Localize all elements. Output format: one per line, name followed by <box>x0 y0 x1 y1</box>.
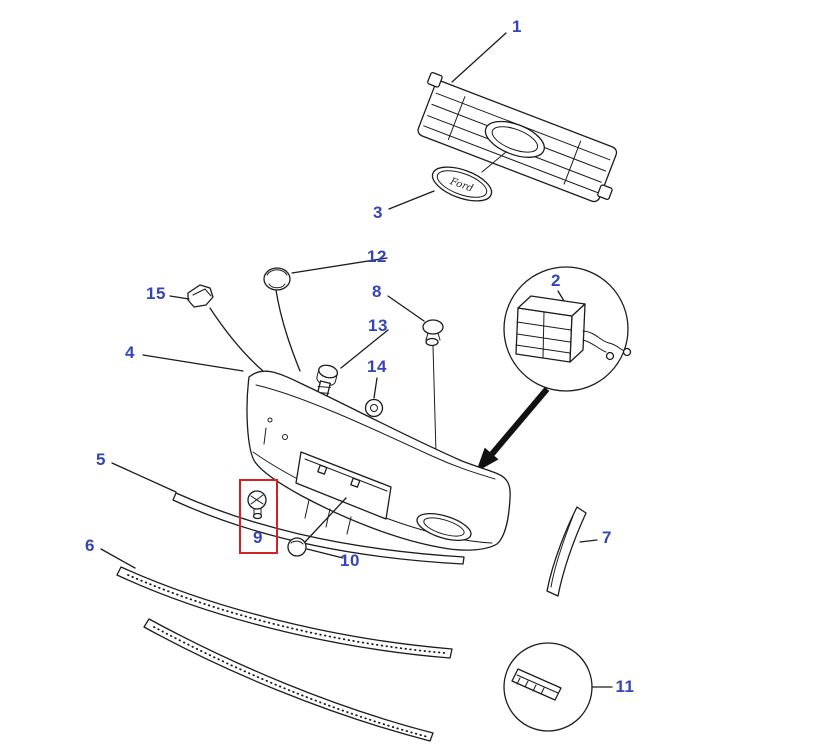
part-3-ford-emblem: Ford <box>431 151 507 202</box>
part-label-11[interactable]: 11 <box>615 677 635 696</box>
part-label-3[interactable]: 3 <box>373 203 383 222</box>
part-label-6[interactable]: 6 <box>85 536 95 555</box>
highlight-box <box>239 479 278 554</box>
part-label-5[interactable]: 5 <box>96 450 106 469</box>
part-11-reflector <box>503 642 593 732</box>
part-2-location-arrow <box>476 387 550 472</box>
part-7-corner-molding <box>546 506 587 597</box>
part-label-4[interactable]: 4 <box>125 343 135 362</box>
part-10-button <box>287 497 347 557</box>
part-15-clip <box>187 284 264 372</box>
part-label-13[interactable]: 13 <box>368 316 388 335</box>
part-12-plug <box>263 267 301 372</box>
part-14-grommet <box>364 398 384 418</box>
part-2-sensor-bracket <box>503 266 632 392</box>
part-label-12[interactable]: 12 <box>367 247 387 266</box>
part-label-10[interactable]: 10 <box>340 551 360 570</box>
leader-lines <box>100 32 613 688</box>
part-label-1[interactable]: 1 <box>512 17 522 36</box>
part-label-9[interactable]: 9 <box>253 528 263 547</box>
part-6-moldings <box>116 566 453 742</box>
part-label-8[interactable]: 8 <box>372 282 382 301</box>
part-label-15[interactable]: 15 <box>146 284 166 303</box>
part-label-2[interactable]: 2 <box>551 271 561 290</box>
part-1-grille <box>417 71 618 203</box>
part-9-screw <box>247 490 267 520</box>
part-label-14[interactable]: 14 <box>367 357 387 376</box>
part-4-bumper <box>246 370 511 551</box>
part-5-trim-strip <box>172 492 465 565</box>
part-label-7[interactable]: 7 <box>602 528 612 547</box>
